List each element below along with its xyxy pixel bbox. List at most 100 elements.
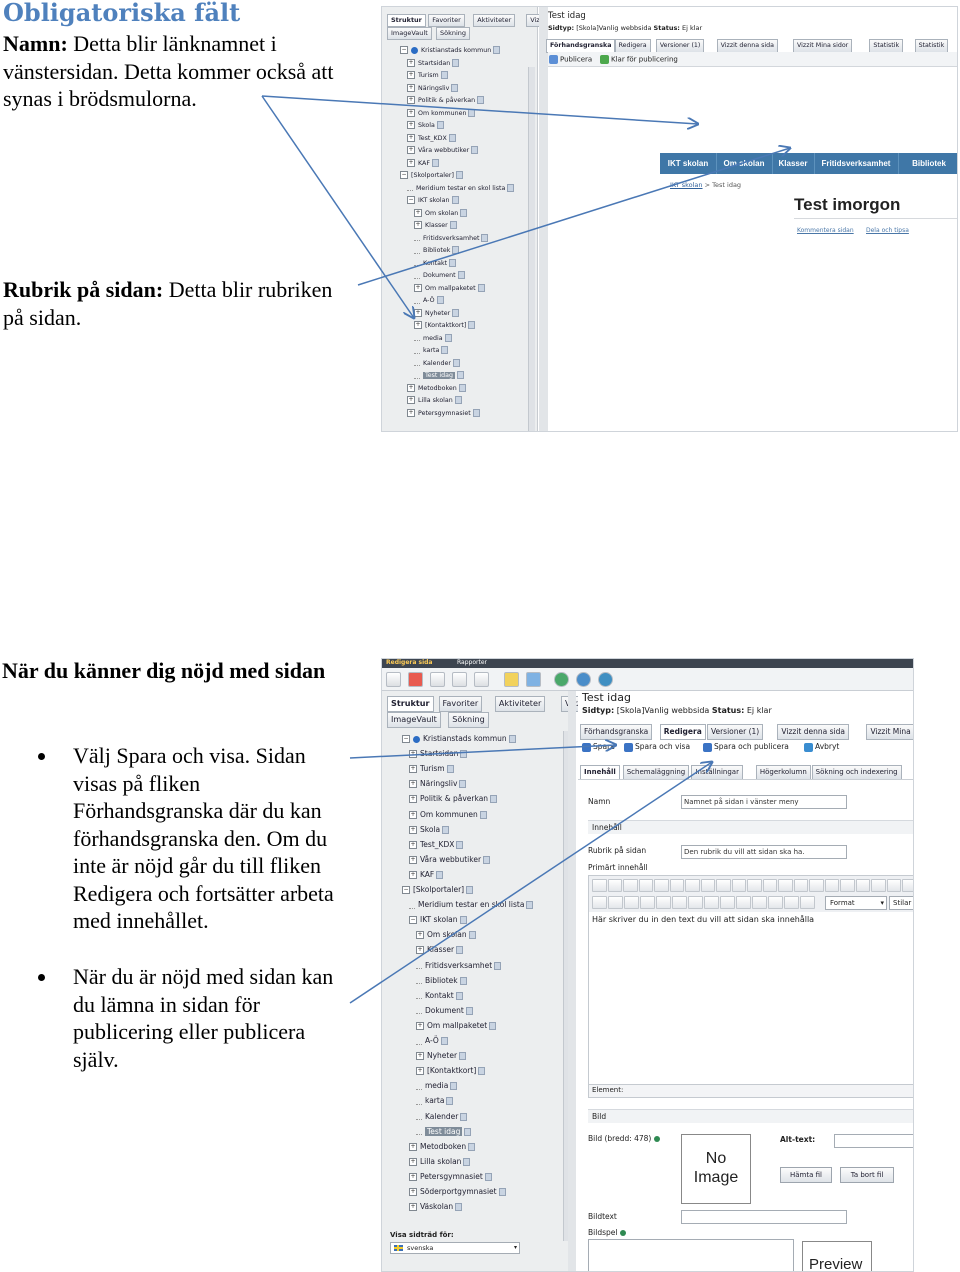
tree-item-test-kdx[interactable]: +Test_KDX (407, 133, 456, 144)
tree-item-skolportaler[interactable]: −[Skolportaler] (402, 884, 474, 895)
editor-html-icon[interactable] (871, 879, 886, 892)
refresh-icon[interactable] (576, 672, 591, 687)
paste-icon[interactable] (474, 672, 489, 687)
tree-item-lilla-skolan[interactable]: +Lilla skolan (409, 1156, 471, 1167)
editor-redo-icon[interactable] (607, 879, 622, 892)
tree-item-klasser[interactable]: +Klasser (416, 944, 464, 955)
tree-item-klasser[interactable]: +Klasser (414, 220, 457, 231)
tree-item-petersgymnasiet[interactable]: +Petersgymnasiet (409, 1171, 492, 1182)
collapse-icon[interactable]: − (402, 735, 410, 743)
tree-item-om-skolan[interactable]: +Om skolan (416, 929, 476, 940)
tree-item-karta[interactable]: karta (416, 1095, 454, 1106)
expand-icon[interactable]: + (416, 1021, 424, 1030)
editor-paste-text-icon[interactable] (638, 879, 653, 892)
editor-paste-word-icon[interactable] (654, 879, 669, 892)
tree-item-metodboken[interactable]: +Metodboken (407, 383, 466, 394)
tree-item-kontaktkort[interactable]: +[Kontaktkort] (416, 1065, 486, 1076)
expand-icon[interactable]: + (414, 208, 422, 217)
expand-icon[interactable]: + (409, 855, 417, 864)
expand-icon[interactable]: + (416, 1067, 424, 1076)
tree-item-vara-webbutiker[interactable]: +Våra webbutiker (409, 854, 491, 865)
expand-icon[interactable]: + (409, 1142, 417, 1151)
tab-sokning[interactable]: Sökning (436, 27, 471, 40)
tree-item-petersgymnasiet[interactable]: +Petersgymnasiet (407, 408, 480, 419)
tree-item-om-mallpaketet[interactable]: +Om mallpaketet (414, 283, 485, 294)
editor-merge-icon[interactable] (768, 896, 783, 909)
tree-item-naringsliv[interactable]: +Näringsliv (409, 778, 467, 789)
tree-item-kalender[interactable]: Kalender (414, 358, 460, 369)
tree-item-skola[interactable]: +Skola (407, 120, 444, 131)
fetch-file-button[interactable]: Hämta fil (780, 1167, 832, 1183)
editor-list-1-icon[interactable] (608, 896, 623, 909)
expand-icon[interactable]: + (416, 931, 424, 940)
menu-reports[interactable]: Rapporter (457, 659, 487, 666)
tree-item-kristianstads-kommun[interactable]: −Kristianstads kommun (400, 45, 501, 56)
tab-vizzit-denna-sida[interactable]: Vizzit denna sida (777, 724, 849, 740)
panel-splitter[interactable] (568, 691, 576, 1271)
tree-item-meridium-testar-en-skol-lista[interactable]: Meridium testar en skol lista (409, 899, 534, 910)
editor-horizontal-rule-icon[interactable] (747, 879, 762, 892)
editor-spellcheck-icon[interactable] (840, 879, 855, 892)
site-nav-bibliotek[interactable]: Bibliotek (898, 153, 957, 174)
tree-item-fritidsverksamhet[interactable]: Fritidsverksamhet (414, 233, 489, 244)
tab-imagevault[interactable]: ImageVault (387, 712, 441, 728)
editor-search-icon[interactable] (902, 879, 913, 892)
expand-icon[interactable]: + (414, 321, 422, 329)
tree-item-nyheter[interactable]: +Nyheter (414, 308, 460, 319)
menu-edit-page[interactable]: Redigera sida (386, 659, 433, 666)
tab-aktiviteter[interactable]: Aktiviteter (494, 696, 546, 712)
tree-item-kontaktkort[interactable]: +[Kontaktkort] (414, 320, 476, 331)
editor-unlink-icon[interactable] (688, 896, 703, 909)
tree-item-kaf[interactable]: +KAF (409, 869, 444, 880)
editor-table-props-icon[interactable] (704, 896, 719, 909)
editor-indent-icon[interactable] (640, 896, 655, 909)
collapse-icon[interactable]: − (402, 886, 410, 894)
name-field[interactable]: Namnet på sidan i vänster meny (681, 795, 847, 809)
site-nav-fritidsverksamhet[interactable]: Fritidsverksamhet (814, 153, 899, 174)
tree-item-test-idag[interactable]: Test idag (414, 370, 465, 381)
editor-cell-icon[interactable] (752, 896, 767, 909)
editor-outdent-icon[interactable] (656, 896, 671, 909)
editor-fullscreen-icon[interactable] (886, 879, 901, 892)
tree-item-politik-paverkan[interactable]: +Politik & påverkan (407, 95, 485, 106)
tab-versioner-1[interactable]: Versioner (1) (706, 724, 764, 740)
globe-icon[interactable] (554, 672, 569, 687)
expand-icon[interactable]: + (409, 1157, 417, 1166)
expand-icon[interactable]: + (409, 765, 417, 774)
alt-text-field[interactable] (834, 1134, 913, 1148)
tree-item-media[interactable]: media (414, 333, 452, 344)
tab-aktiviteter[interactable]: Aktiviteter (473, 14, 516, 27)
tree-item-vara-webbutiker[interactable]: +Våra webbutiker (407, 145, 479, 156)
expand-icon[interactable]: + (409, 1203, 417, 1212)
editor-column-icon[interactable] (736, 896, 751, 909)
editor-media-icon[interactable] (716, 879, 731, 892)
collapse-icon[interactable]: − (400, 46, 408, 54)
editor-template-icon[interactable] (592, 896, 607, 909)
breadcrumb-root[interactable]: IKT skolan (670, 181, 703, 189)
tree-item-skola[interactable]: +Skola (409, 824, 450, 835)
expand-icon[interactable]: + (409, 810, 417, 819)
tree-item-turism[interactable]: +Turism (407, 70, 448, 81)
users-icon[interactable] (526, 672, 541, 687)
tree-item-metodboken[interactable]: +Metodboken (409, 1141, 476, 1152)
tree-item-ikt-skolan[interactable]: −IKT skolan (407, 195, 459, 206)
action-spara-och-publicera-button[interactable]: Spara och publicera (703, 742, 789, 752)
expand-icon[interactable]: + (407, 383, 415, 392)
tree-item-kontakt[interactable]: Kontakt (414, 258, 457, 269)
editor-find-icon[interactable] (809, 879, 824, 892)
tree-item-soderportgymnasiet[interactable]: +Söderportgymnasiet (409, 1186, 506, 1197)
editor-paste-2-icon[interactable] (793, 879, 808, 892)
tree-item-skolportaler[interactable]: −[Skolportaler] (400, 170, 463, 181)
expand-icon[interactable]: + (414, 221, 422, 229)
expand-icon[interactable]: + (407, 158, 415, 167)
expand-icon[interactable]: + (409, 1172, 417, 1181)
editor-undo-icon[interactable] (592, 879, 607, 892)
tree-item-a-o[interactable]: A-Ö (416, 1035, 448, 1046)
expand-icon[interactable]: + (414, 283, 422, 292)
tree-item-a-o[interactable]: A-Ö (414, 295, 444, 306)
editor-row-icon[interactable] (720, 896, 735, 909)
editor-clean-up-icon[interactable] (855, 879, 870, 892)
expand-icon[interactable]: + (407, 108, 415, 117)
delete-icon[interactable] (408, 672, 423, 687)
